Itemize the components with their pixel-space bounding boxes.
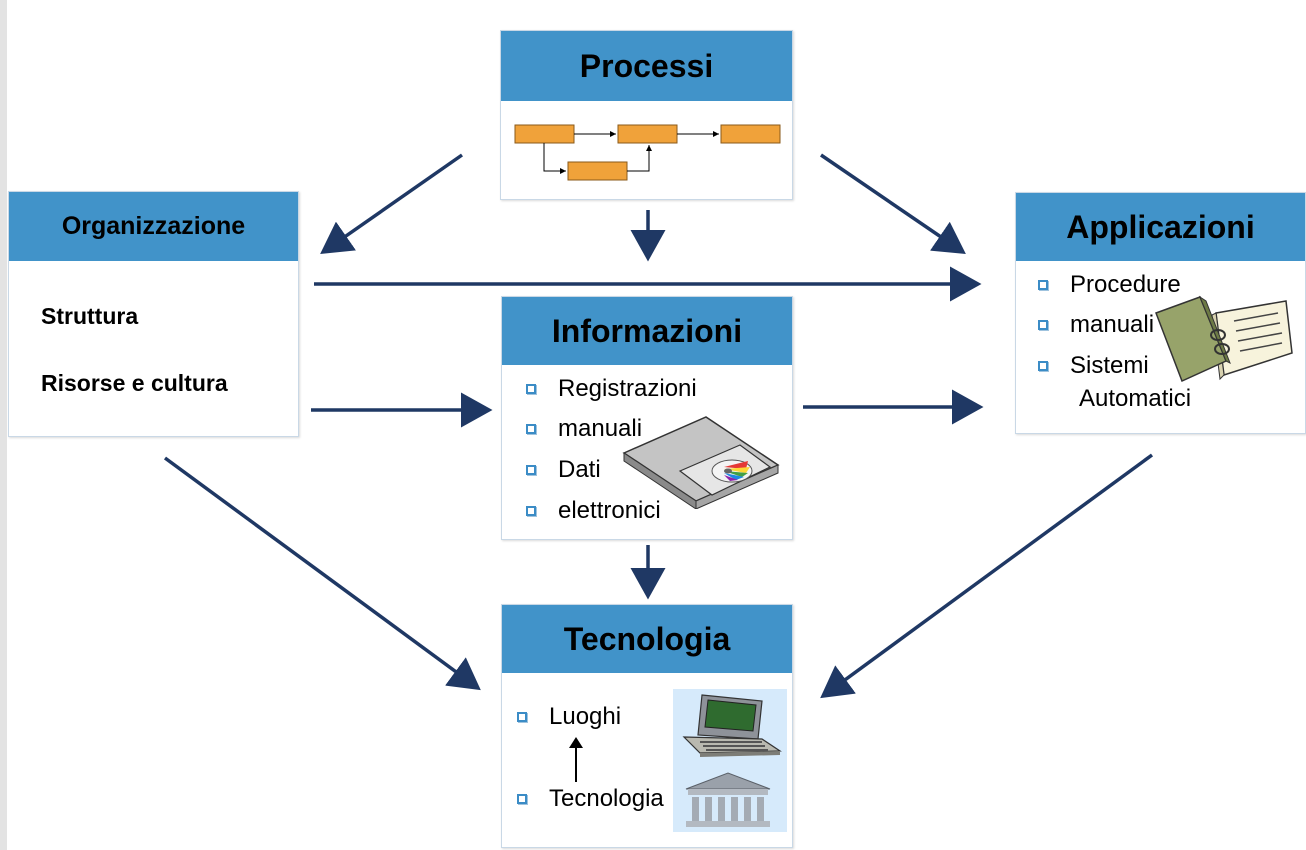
applicazioni-item-automatici: Automatici [1079, 385, 1191, 413]
arrow-organizzazione-to-tecnologia [163, 456, 481, 691]
informazioni-item-dati: Dati [526, 456, 601, 484]
small-up-arrow [569, 737, 583, 782]
informazioni-item-label: manuali [558, 415, 643, 442]
tecnologia-header: Tecnologia [502, 605, 792, 673]
bullet-icon [517, 712, 527, 722]
tecnologia-item-label: Tecnologia [549, 785, 664, 812]
informazioni-item-label: Registrazioni [558, 375, 697, 402]
applicazioni-item-label: manuali [1070, 311, 1155, 338]
informazioni-item-registrazioni: Registrazioni [526, 375, 697, 403]
applicazioni-header: Applicazioni [1016, 193, 1305, 261]
process-flow-icon [514, 124, 781, 181]
bullet-icon [526, 506, 536, 516]
cd-drive-icon [622, 416, 780, 509]
informazioni-item-label: Dati [558, 456, 601, 483]
organizzazione-title: Organizzazione [61, 212, 246, 240]
informazioni-item-manuali: manuali [526, 415, 642, 443]
applicazioni-item-label: Automatici [1079, 385, 1192, 412]
bullet-icon [526, 465, 536, 475]
informazioni-title: Informazioni [551, 312, 743, 349]
informazioni-header: Informazioni [502, 297, 792, 365]
bullet-icon [1038, 280, 1048, 290]
applicazioni-item-label: Sistemi [1070, 352, 1149, 379]
tecnologia-item-luoghi: Luoghi [517, 703, 621, 731]
tecnologia-item-tecnologia: Tecnologia [517, 785, 664, 813]
tecnologia-title: Tecnologia [563, 620, 731, 657]
binder-book-icon [1155, 295, 1293, 383]
informazioni-box: Informazioni Registrazioni manuali Dati … [501, 296, 793, 540]
bullet-icon [517, 794, 527, 804]
applicazioni-item-sistemi: Sistemi [1038, 352, 1149, 380]
processi-title: Processi [579, 47, 714, 84]
tecnologia-item-label: Luoghi [549, 703, 622, 730]
processi-box: Processi [500, 30, 793, 200]
informazioni-item-elettronici: elettronici [526, 497, 661, 525]
arrow-processi-to-applicazioni [820, 153, 966, 254]
building-icon [685, 772, 771, 827]
bullet-icon [526, 384, 536, 394]
arrow-processi-to-organizzazione [320, 153, 464, 255]
organizzazione-item-risorse: Risorse e cultura [41, 370, 228, 396]
bullet-icon [1038, 320, 1048, 330]
slide-edge [0, 0, 7, 850]
organizzazione-box: Organizzazione Struttura Risorse e cultu… [8, 191, 299, 437]
organizzazione-item-struttura: Struttura [41, 303, 139, 329]
organizzazione-header: Organizzazione [9, 192, 298, 261]
applicazioni-item-procedure: Procedure [1038, 271, 1181, 299]
tecnologia-box: Tecnologia Luoghi Tecnologia [501, 604, 793, 848]
bullet-icon [526, 424, 536, 434]
arrow-applicazioni-to-tecnologia [820, 453, 1154, 699]
applicazioni-title: Applicazioni [1066, 208, 1255, 245]
applicazioni-item-label: Procedure [1070, 271, 1181, 298]
bullet-icon [1038, 361, 1048, 371]
laptop-icon [682, 694, 782, 757]
applicazioni-item-manuali: manuali [1038, 311, 1154, 339]
applicazioni-box: Applicazioni Procedure manuali Sistemi A… [1015, 192, 1306, 434]
processi-header: Processi [501, 31, 792, 101]
informazioni-item-label: elettronici [558, 497, 661, 524]
